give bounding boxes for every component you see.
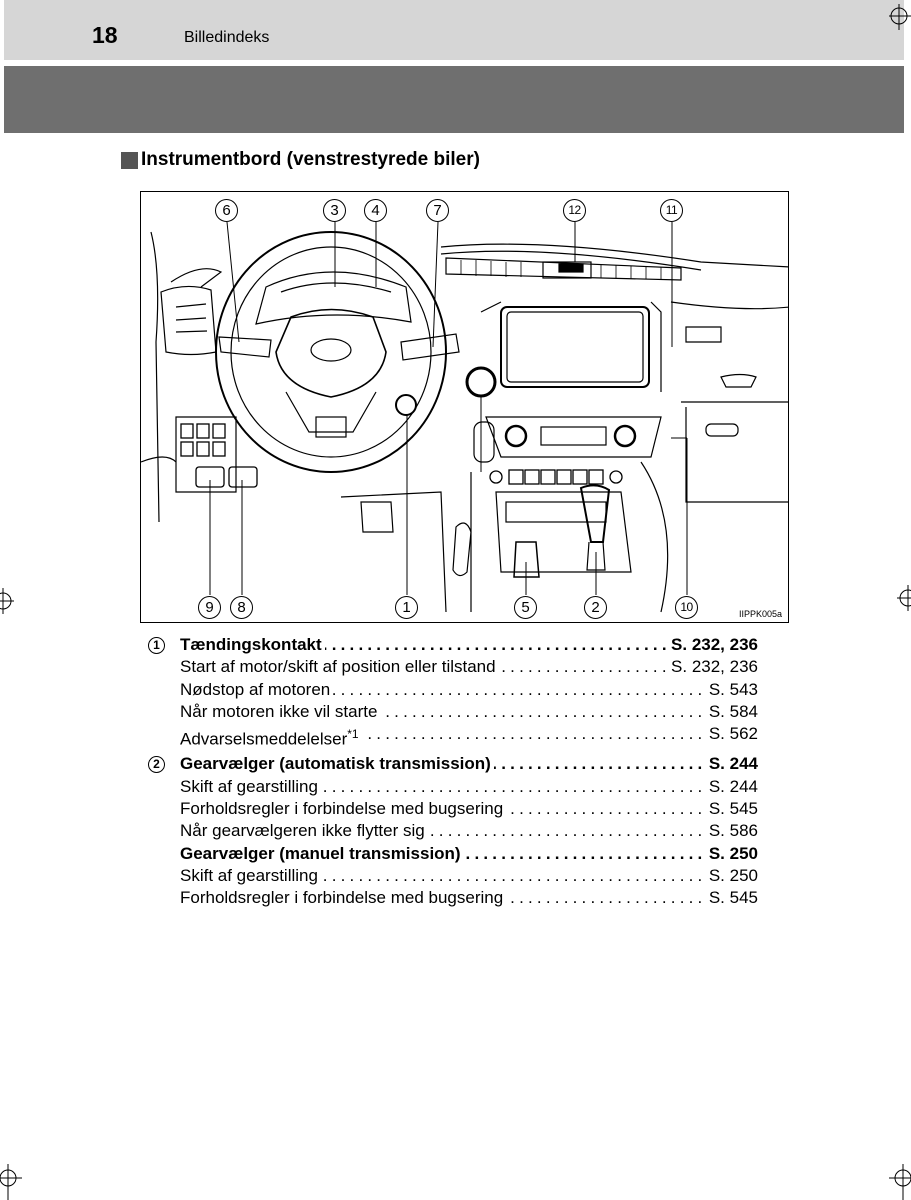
callout-9: 9 (198, 596, 221, 619)
callout-6: 6 (215, 199, 238, 222)
entry-page-ref: S. 250 (704, 842, 758, 865)
section-title-text: Instrumentbord (venstrestyrede biler) (141, 149, 480, 170)
entry-label-text: Gearvælger (manuel transmission) (180, 843, 461, 863)
crop-mark-bottom-left (0, 1164, 22, 1200)
callout-12: 12 (563, 199, 586, 222)
crop-mark-bottom-right (889, 1164, 911, 1200)
entry-label: Når gearvælgeren ikke flytter sig (180, 820, 428, 843)
entry-footnote-ref: *1 (347, 727, 359, 742)
entry-label-text: Forholdsregler i forbindelse med bugseri… (180, 799, 504, 819)
dashboard-illustration: 6 3 4 7 12 11 9 8 1 5 2 10 IIPPK005a (140, 191, 789, 623)
entry-page-ref: S. 545 (704, 887, 758, 910)
index-entry-row: ........................................… (148, 798, 758, 821)
entry-label: Gearvælger (automatisk transmission) (180, 753, 494, 776)
entry-label: Gearvælger (manuel transmission) (180, 842, 464, 865)
section-heading: Instrumentbord (venstrestyrede biler) (121, 149, 480, 171)
crop-mark-mid-left (0, 588, 14, 614)
header-bar: 18 Billedindeks (4, 0, 904, 60)
callout-2: 2 (584, 596, 607, 619)
entry-label: Advarselsmeddelelser*1 (180, 723, 362, 751)
entry-label: Forholdsregler i forbindelse med bugseri… (180, 798, 507, 821)
page-number: 18 (92, 22, 118, 48)
callout-1: 1 (395, 596, 418, 619)
index-entry-row: ........................................… (148, 723, 758, 751)
index-entry-row: ........................................… (148, 656, 758, 679)
callout-5: 5 (514, 596, 537, 619)
callout-10: 10 (675, 596, 698, 619)
callout-3: 3 (323, 199, 346, 222)
entry-page-ref: S. 584 (704, 700, 758, 723)
entry-label: Start af motor/skift af position eller t… (180, 656, 499, 679)
dot-leader: ........................................… (180, 865, 758, 885)
index-entry-row: ........................................… (148, 864, 758, 887)
index-entry-row: 2.......................................… (148, 753, 758, 776)
entry-page-ref: S. 232, 236 (667, 656, 758, 679)
dashboard-drawing (141, 221, 788, 613)
index-entry-row: 1.......................................… (148, 634, 758, 656)
index-entry-row: ........................................… (148, 775, 758, 798)
entry-label: Forholdsregler i forbindelse med bugseri… (180, 887, 507, 910)
entry-label-text: Skift af gearstilling (180, 776, 318, 796)
crop-mark-top-right (889, 4, 911, 30)
entry-label-text: Når motoren ikke vil starte (180, 701, 378, 721)
callout-7: 7 (426, 199, 449, 222)
dot-leader: ........................................… (180, 776, 758, 796)
index-entry-row: ........................................… (148, 678, 758, 701)
index-entry-row: ........................................… (148, 820, 758, 843)
entry-page-ref: S. 232, 236 (667, 634, 758, 656)
entry-page-ref: S. 543 (704, 678, 758, 701)
index-entry-row: ........................................… (148, 887, 758, 910)
entry-label-text: Forholdsregler i forbindelse med bugseri… (180, 888, 504, 908)
section-square-icon (121, 151, 138, 169)
entry-label: Skift af gearstilling (180, 864, 321, 887)
entry-label-text: Advarselsmeddelelser (180, 729, 348, 749)
entry-label-text: Start af motor/skift af position eller t… (180, 657, 496, 677)
entry-label: Tændingskontakt (180, 634, 325, 656)
index-entry-row: ........................................… (148, 842, 758, 865)
crop-mark-mid-right (897, 585, 911, 611)
callout-8: 8 (230, 596, 253, 619)
entry-page-ref: S. 545 (704, 798, 758, 821)
callout-11: 11 (660, 199, 683, 222)
entry-page-ref: S. 250 (704, 864, 758, 887)
entry-label: Når motoren ikke vil starte (180, 700, 381, 723)
entry-marker: 1 (148, 637, 165, 654)
callout-4: 4 (364, 199, 387, 222)
entry-label-text: Nødstop af motoren (180, 679, 331, 699)
entry-label-text: Gearvælger (automatisk transmission) (180, 754, 491, 774)
entry-label: Nødstop af motoren (180, 678, 334, 701)
entry-page-ref: S. 586 (704, 820, 758, 843)
chapter-title: Billedindeks (184, 29, 270, 46)
entry-page-ref: S. 562 (704, 723, 758, 746)
index-entry-row: ........................................… (148, 700, 758, 723)
entry-page-ref: S. 244 (704, 775, 758, 798)
entry-label-text: Når gearvælgeren ikke flytter sig (180, 821, 425, 841)
entry-label: Skift af gearstilling (180, 775, 321, 798)
entry-label-text: Tændingskontakt (180, 635, 322, 654)
index-entries: 1.......................................… (148, 634, 758, 910)
figure-code: IIPPK005a (738, 609, 782, 619)
entry-page-ref: S. 244 (704, 753, 758, 776)
entry-marker: 2 (148, 756, 165, 774)
header-band (4, 66, 904, 133)
entry-label-text: Skift af gearstilling (180, 865, 318, 885)
